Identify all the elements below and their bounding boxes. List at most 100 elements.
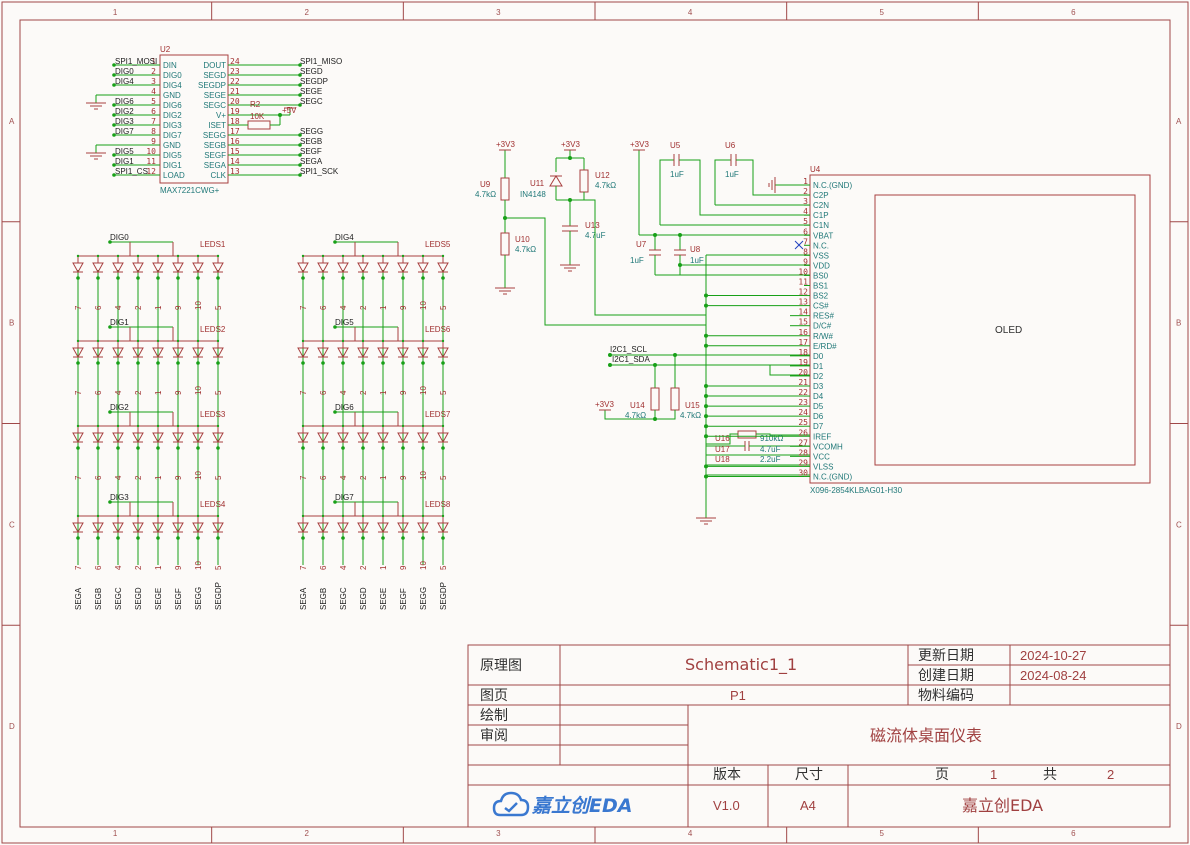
led-diode[interactable] [212, 522, 224, 534]
led-diode[interactable] [397, 347, 409, 359]
led-diode[interactable] [297, 522, 309, 534]
led-diode[interactable] [377, 522, 389, 534]
led-diode[interactable] [132, 262, 144, 274]
led-diode[interactable] [417, 262, 429, 274]
led-diode[interactable] [112, 432, 124, 444]
led-diode[interactable] [397, 432, 409, 444]
led-diode[interactable] [192, 522, 204, 534]
led-diode[interactable] [357, 262, 369, 274]
led-diode[interactable] [172, 432, 184, 444]
led-diode[interactable] [132, 432, 144, 444]
led-diode[interactable] [152, 522, 164, 534]
led-pin-number: 6 [319, 305, 328, 310]
led-diode[interactable] [417, 432, 429, 444]
u17-val: 4.7uF [760, 445, 781, 454]
led-diode[interactable] [377, 347, 389, 359]
led-diode[interactable] [72, 432, 84, 444]
led-seg-net-label: SEGE [379, 588, 388, 610]
led-diode[interactable] [152, 262, 164, 274]
page-label: 图页 [480, 688, 508, 704]
led-pin-number: 9 [399, 565, 408, 570]
led-pin-number: 10 [419, 471, 428, 480]
led-diode[interactable] [297, 347, 309, 359]
frame-row-label-right: B [1176, 319, 1181, 328]
u4-pin-number: 1 [803, 177, 808, 186]
led-diode[interactable] [112, 522, 124, 534]
led-diode[interactable] [297, 432, 309, 444]
led-diode[interactable] [152, 347, 164, 359]
led-diode[interactable] [317, 262, 329, 274]
v33-label-3: +3V3 [630, 140, 649, 149]
u10-resistor[interactable] [500, 232, 510, 256]
r2-resistor[interactable] [247, 120, 271, 130]
u14-resistor[interactable] [650, 387, 660, 411]
led-diode[interactable] [377, 432, 389, 444]
led-diode[interactable] [92, 262, 104, 274]
led-diode[interactable] [297, 262, 309, 274]
led-diode[interactable] [212, 262, 224, 274]
led-diode[interactable] [317, 522, 329, 534]
led-diode[interactable] [112, 262, 124, 274]
u2-pin-name: SEGB [204, 141, 226, 150]
led-diode[interactable] [357, 347, 369, 359]
u12-resistor[interactable] [579, 169, 589, 193]
led-diode[interactable] [92, 347, 104, 359]
led-diode[interactable] [397, 262, 409, 274]
u2-pin-number: 2 [151, 67, 156, 76]
led-diode[interactable] [132, 347, 144, 359]
led-seg-net-label: SEGB [94, 588, 103, 610]
led-diode[interactable] [357, 432, 369, 444]
ground-icon [86, 144, 154, 160]
led-diode[interactable] [437, 432, 449, 444]
led-diode[interactable] [397, 522, 409, 534]
u16-resistor[interactable] [737, 430, 757, 439]
led-diode[interactable] [317, 347, 329, 359]
led-diode[interactable] [317, 432, 329, 444]
led-diode[interactable] [212, 347, 224, 359]
led-diode[interactable] [92, 522, 104, 534]
u4-pin-number: 5 [803, 217, 808, 226]
u15-resistor[interactable] [670, 387, 680, 411]
led-diode[interactable] [417, 347, 429, 359]
u4-pin-name: R/W# [813, 332, 834, 341]
u5-val: 1uF [670, 170, 684, 179]
led-pin-number: 1 [379, 475, 388, 480]
u17-des: U17 [715, 445, 730, 454]
led-diode[interactable] [437, 347, 449, 359]
led-diode[interactable] [112, 347, 124, 359]
material-code-label: 物料编码 [918, 688, 974, 704]
led-diode[interactable] [377, 262, 389, 274]
led-diode[interactable] [357, 522, 369, 534]
led-diode[interactable] [92, 432, 104, 444]
led-pin-number: 1 [154, 475, 163, 480]
led-diode[interactable] [72, 522, 84, 534]
u9-resistor[interactable] [500, 177, 510, 201]
led-diode[interactable] [337, 262, 349, 274]
led-diode[interactable] [192, 432, 204, 444]
led-diode[interactable] [172, 522, 184, 534]
led-diode[interactable] [72, 262, 84, 274]
led-diode[interactable] [192, 262, 204, 274]
led-diode[interactable] [437, 522, 449, 534]
led-pin-number: 1 [154, 390, 163, 395]
frame-col-label-top: 2 [305, 8, 310, 17]
led-diode[interactable] [337, 432, 349, 444]
led-pin-number: 5 [214, 565, 223, 570]
led-diode[interactable] [417, 522, 429, 534]
led-diode[interactable] [172, 262, 184, 274]
u4-pin-name: VDD [813, 261, 830, 270]
led-diode[interactable] [337, 522, 349, 534]
led-diode[interactable] [72, 347, 84, 359]
led-diode[interactable] [212, 432, 224, 444]
led-pin-number: 10 [194, 471, 203, 480]
led-diode[interactable] [172, 347, 184, 359]
led-diode[interactable] [437, 262, 449, 274]
led-pin-number: 5 [439, 305, 448, 310]
led-diode[interactable] [337, 347, 349, 359]
led-diode[interactable] [132, 522, 144, 534]
u11-diode[interactable] [549, 175, 563, 187]
led-diode[interactable] [192, 347, 204, 359]
led-diode[interactable] [152, 432, 164, 444]
